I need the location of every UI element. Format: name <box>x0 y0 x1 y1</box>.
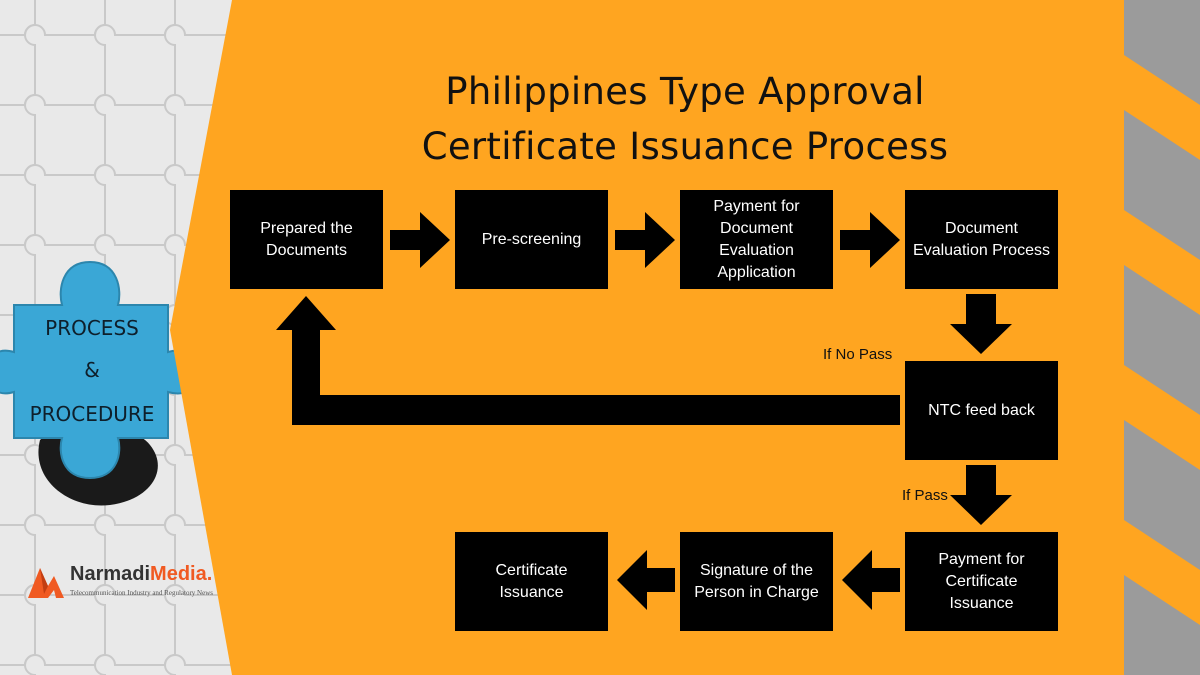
badge-process-text: PROCESS <box>45 316 139 340</box>
logo-name-part2: Media. <box>150 563 213 585</box>
arrow-feedback-to-payment-cert <box>950 465 1012 525</box>
logo-tagline: Telecommunication Industry and Regulator… <box>70 589 213 597</box>
step-payment-certificate: Payment for Certificate Issuance <box>905 532 1058 631</box>
badge-ampersand-text: & <box>84 358 100 382</box>
arrow-payment-cert-to-signature <box>842 550 900 610</box>
arrow-signature-to-certificate <box>617 550 675 610</box>
logo-name-part1: Narmadi <box>70 563 151 585</box>
puzzle-background-image <box>0 0 240 675</box>
step-ntc-feedback: NTC feed back <box>905 361 1058 460</box>
page-title-line-2: Certificate Issuance Process <box>421 125 949 168</box>
label-if-pass: If Pass <box>902 487 948 504</box>
logo-name: NarmadiMedia. <box>70 563 212 586</box>
step-pre-screening: Pre-screening <box>455 190 608 289</box>
step-signature: Signature of the Person in Charge <box>680 532 833 631</box>
logo-mark-icon <box>28 568 64 598</box>
arrow-payment-to-evaluation <box>840 212 900 268</box>
step-document-evaluation: Document Evaluation Process <box>905 190 1058 289</box>
step-certificate-issuance: Certificate Issuance <box>455 532 608 631</box>
arrow-prescreening-to-payment <box>615 212 675 268</box>
arrow-feedback-loop-back <box>276 296 900 425</box>
label-if-no-pass: If No Pass <box>823 346 893 363</box>
page-title-line-1: Philippines Type Approval <box>445 70 925 113</box>
narmadi-media-logo: NarmadiMedia. Telecommunication Industry… <box>26 562 226 607</box>
badge-procedure-text: PROCEDURE <box>29 402 155 426</box>
arrow-prepared-to-prescreening <box>390 212 450 268</box>
arrow-evaluation-to-feedback <box>950 294 1012 354</box>
right-striped-border <box>1120 0 1200 675</box>
step-payment-evaluation: Payment for Document Evaluation Applicat… <box>680 190 833 289</box>
step-prepared-documents: Prepared the Documents <box>230 190 383 289</box>
